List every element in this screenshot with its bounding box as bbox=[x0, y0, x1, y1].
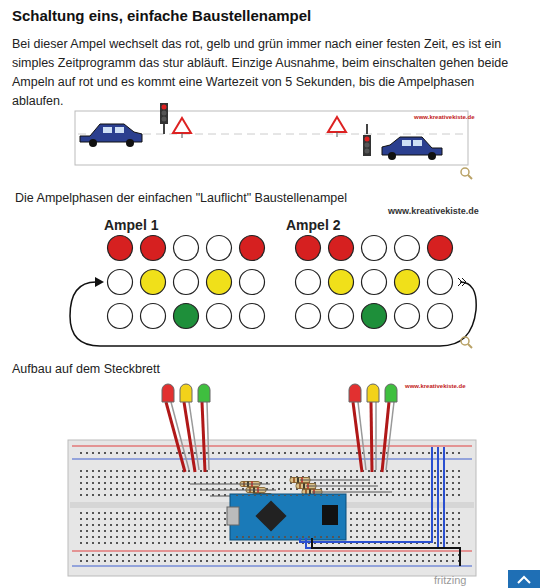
led-leg bbox=[375, 402, 377, 470]
breadboard-holes bbox=[80, 466, 464, 498]
board bbox=[230, 494, 346, 540]
wire-blue bbox=[443, 447, 445, 548]
lamp bbox=[141, 270, 166, 295]
zoom-icon bbox=[461, 168, 472, 179]
lamp bbox=[428, 270, 453, 295]
lamp bbox=[174, 304, 199, 329]
led-group bbox=[162, 384, 397, 472]
lamp bbox=[108, 270, 133, 295]
lamp bbox=[108, 236, 133, 261]
wire-blue bbox=[300, 447, 432, 542]
led-leg bbox=[202, 402, 205, 472]
arduino-nano bbox=[227, 494, 346, 540]
lamp bbox=[141, 236, 166, 261]
power-rail bbox=[72, 459, 472, 460]
section-heading: Die Ampelphasen der einfachen "Lauflicht… bbox=[15, 190, 415, 206]
lamp bbox=[141, 304, 166, 329]
lamp bbox=[362, 236, 387, 261]
led-leg bbox=[371, 402, 372, 472]
wire-blue bbox=[306, 447, 438, 548]
resistor-band bbox=[299, 484, 301, 489]
lamp bbox=[329, 270, 354, 295]
lamp bbox=[329, 236, 354, 261]
zoom-icon bbox=[461, 337, 472, 348]
led bbox=[385, 384, 397, 402]
lamp bbox=[395, 304, 420, 329]
led bbox=[367, 384, 379, 402]
illustration-frame bbox=[75, 111, 468, 165]
lamp bbox=[428, 304, 453, 329]
watermark: www.kreativekiste.de bbox=[405, 382, 465, 390]
warning-sign bbox=[328, 117, 346, 137]
rail-holes bbox=[80, 448, 464, 458]
power-rail bbox=[72, 446, 472, 447]
led bbox=[162, 384, 174, 402]
lamp bbox=[428, 236, 453, 261]
led bbox=[198, 384, 210, 402]
section-heading: Aufbau auf dem Steckbrett bbox=[12, 361, 160, 377]
traffic-light bbox=[160, 103, 168, 134]
traffic-light bbox=[363, 124, 371, 156]
cycle-arrow bbox=[70, 282, 476, 346]
power-rail bbox=[72, 551, 472, 552]
icsp-header bbox=[322, 505, 338, 525]
usb-port bbox=[227, 507, 239, 525]
lamp bbox=[207, 270, 232, 295]
lamp-grid bbox=[108, 236, 453, 329]
pin-row bbox=[234, 495, 342, 499]
breadboard-body bbox=[68, 440, 476, 576]
led-leg bbox=[353, 402, 362, 472]
rail-holes bbox=[80, 553, 464, 563]
led bbox=[180, 384, 192, 402]
page-title: Schaltung eins, einfache Baustellenampel bbox=[12, 6, 522, 26]
fritzing-logo: fritzing bbox=[434, 573, 466, 587]
lamp bbox=[174, 270, 199, 295]
lamp bbox=[362, 304, 387, 329]
led bbox=[349, 384, 361, 402]
lamp bbox=[329, 304, 354, 329]
led-leg bbox=[382, 402, 389, 472]
led-leg bbox=[386, 402, 394, 470]
chip bbox=[255, 500, 286, 531]
lamp bbox=[207, 304, 232, 329]
watermark: www.kreativekiste.de bbox=[414, 113, 474, 121]
up-icon bbox=[518, 577, 530, 583]
lamp-heading: Ampel 2 bbox=[286, 216, 340, 234]
lamp bbox=[395, 270, 420, 295]
led-leg bbox=[166, 402, 185, 472]
led-leg bbox=[207, 402, 209, 470]
led-leg bbox=[184, 402, 195, 472]
lamp bbox=[240, 270, 265, 295]
lamp bbox=[395, 236, 420, 261]
wire-black bbox=[312, 538, 460, 566]
lamp bbox=[207, 236, 232, 261]
lamp bbox=[296, 270, 321, 295]
led-leg bbox=[358, 402, 366, 470]
resistor-band bbox=[293, 478, 295, 483]
lamp bbox=[174, 236, 199, 261]
lamp bbox=[108, 304, 133, 329]
resistor-band bbox=[297, 478, 299, 483]
arrow-head bbox=[95, 277, 104, 287]
lamp bbox=[240, 304, 265, 329]
intro-text: Bei dieser Ampel wechselt das rot, gelb … bbox=[12, 35, 524, 111]
car bbox=[382, 137, 442, 160]
lamp bbox=[240, 236, 265, 261]
watermark: www.kreativekiste.de bbox=[388, 205, 479, 217]
road-illustration bbox=[75, 103, 468, 165]
resistor-band bbox=[303, 484, 305, 489]
power-rail bbox=[72, 566, 472, 567]
breadboard bbox=[68, 440, 476, 576]
car bbox=[80, 124, 142, 147]
lamp bbox=[296, 236, 321, 261]
led-leg bbox=[189, 402, 199, 470]
arrow-tail bbox=[458, 278, 466, 286]
scroll-button bbox=[508, 570, 540, 588]
lamp-heading: Ampel 1 bbox=[104, 216, 158, 234]
lamp bbox=[296, 304, 321, 329]
lamp bbox=[362, 270, 387, 295]
warning-sign bbox=[173, 118, 191, 138]
pin-row bbox=[234, 535, 342, 539]
